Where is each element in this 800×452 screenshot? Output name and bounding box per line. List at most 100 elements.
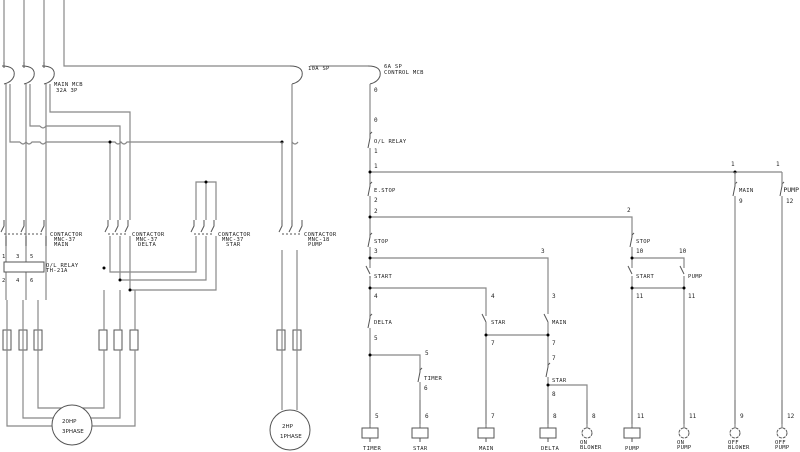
load-label: OFF bbox=[775, 440, 786, 446]
junction-dot bbox=[118, 278, 122, 282]
node-2c: 2 bbox=[627, 207, 631, 214]
junction-dot bbox=[630, 286, 634, 290]
load-node-number: 12 bbox=[787, 413, 795, 420]
main-mcb-rating: 32A 3P bbox=[56, 88, 78, 94]
load-label: STAR bbox=[413, 446, 428, 452]
junction-dot bbox=[204, 180, 208, 184]
load-label: MAIN bbox=[479, 446, 493, 452]
load-node-number: 6 bbox=[425, 413, 429, 420]
rail-10 bbox=[632, 257, 685, 268]
ol-term-5: 5 bbox=[30, 254, 34, 260]
main-no-icon bbox=[543, 313, 549, 323]
contactor-pump-model: MNC-18 bbox=[308, 237, 330, 243]
contactor-delta-name: DELTA bbox=[138, 242, 156, 248]
load-label: OFF bbox=[728, 440, 739, 446]
node-3b: 3 bbox=[541, 248, 545, 255]
neutral-line bbox=[110, 141, 282, 145]
main-mcb-label: MAIN MCB bbox=[54, 82, 83, 88]
start2-icon bbox=[627, 265, 633, 275]
motor-blower-hp: 20HP bbox=[62, 419, 77, 425]
sp-mcb-icon bbox=[289, 65, 303, 85]
delta-to-star-2 bbox=[119, 236, 207, 281]
ol-relay-contact-label: O/L RELAY bbox=[374, 139, 407, 145]
load-label: BLOWER bbox=[580, 445, 602, 451]
ol-term-6: 6 bbox=[30, 278, 34, 284]
coil-icon bbox=[361, 427, 379, 439]
contactor-star-label: CONTACTOR bbox=[218, 232, 251, 238]
main-nc-icon bbox=[732, 181, 738, 197]
stop1-label: STOP bbox=[374, 239, 389, 245]
pump-no-icon bbox=[679, 265, 685, 275]
contactor-delta-label: CONTACTOR bbox=[132, 232, 165, 238]
load-label: PUMP bbox=[775, 445, 790, 451]
l3-to-delta bbox=[49, 84, 131, 220]
node-0b: 0 bbox=[374, 117, 378, 124]
load-label: BLOWER bbox=[728, 445, 750, 451]
lamp-icon bbox=[678, 427, 690, 439]
star-no-icon bbox=[481, 313, 487, 323]
contactor-delta-model: MNC-37 bbox=[136, 237, 158, 243]
main-nc-label: MAIN bbox=[739, 188, 753, 194]
motor-blower-phase: 3PHASE bbox=[62, 429, 84, 435]
stop2-label: STOP bbox=[636, 239, 651, 245]
junction-dot bbox=[368, 286, 372, 290]
main-mcb-icon bbox=[1, 62, 55, 85]
load-label: TIMER bbox=[363, 446, 381, 452]
ol-term-1: 1 bbox=[2, 254, 6, 260]
node-11a: 11 bbox=[636, 293, 644, 300]
node-7a: 7 bbox=[491, 340, 495, 347]
terminal-blocks bbox=[2, 329, 302, 351]
node-3a: 3 bbox=[374, 248, 378, 255]
load-node-number: 7 bbox=[491, 413, 495, 420]
load-label: ON bbox=[677, 440, 684, 446]
control-mcb-rating: 6A SP bbox=[384, 64, 402, 70]
node-6a: 6 bbox=[424, 385, 428, 392]
ol-relay-label: O/L RELAY bbox=[46, 263, 79, 269]
l1-branch bbox=[9, 84, 20, 143]
load-node-number: 8 bbox=[592, 413, 596, 420]
pump-nc-label: PUMP bbox=[783, 186, 799, 194]
start1-icon bbox=[365, 265, 371, 278]
node-1c: 1 bbox=[731, 161, 735, 168]
node-7b: 7 bbox=[552, 340, 556, 347]
junction-dot bbox=[102, 266, 106, 270]
delta-nc-label: DELTA bbox=[374, 320, 392, 326]
load-label: PUMP bbox=[677, 445, 692, 451]
junction-dot bbox=[368, 353, 372, 357]
star-nc-label: STAR bbox=[552, 378, 567, 384]
node-1b: 1 bbox=[374, 163, 378, 170]
coil-icon bbox=[411, 427, 429, 439]
estop-icon bbox=[367, 181, 373, 197]
junction-dot bbox=[108, 140, 112, 144]
star-no-label: STAR bbox=[491, 320, 506, 326]
motor-pump-phase: 1PHASE bbox=[280, 434, 302, 440]
coil-icon bbox=[477, 427, 495, 439]
junction-dot bbox=[630, 256, 634, 260]
node-2a: 2 bbox=[374, 197, 378, 204]
junction-dot bbox=[682, 286, 686, 290]
coil-icon bbox=[539, 427, 557, 439]
contactor-main-label: CONTACTOR bbox=[50, 232, 83, 238]
contactor-main-icon bbox=[0, 220, 47, 246]
wire-crossover bbox=[291, 141, 299, 145]
node-7c: 7 bbox=[552, 355, 556, 362]
load-label: ON bbox=[580, 440, 587, 446]
junction-dot bbox=[368, 170, 372, 174]
timer-nc-label: TIMER bbox=[424, 376, 442, 382]
ol-relay-model: TH-21A bbox=[46, 268, 68, 274]
contactor-pump-icon bbox=[278, 220, 303, 235]
node-10a: 10 bbox=[636, 248, 644, 255]
neutral-feed bbox=[63, 0, 290, 67]
junction-dot bbox=[484, 333, 488, 337]
control-mcb-label: CONTROL MCB bbox=[384, 70, 424, 76]
stop1-icon bbox=[367, 232, 373, 248]
contactor-star-name: STAR bbox=[226, 242, 241, 248]
lamp-icon bbox=[776, 427, 788, 439]
contactor-pump-name: PUMP bbox=[308, 242, 323, 248]
